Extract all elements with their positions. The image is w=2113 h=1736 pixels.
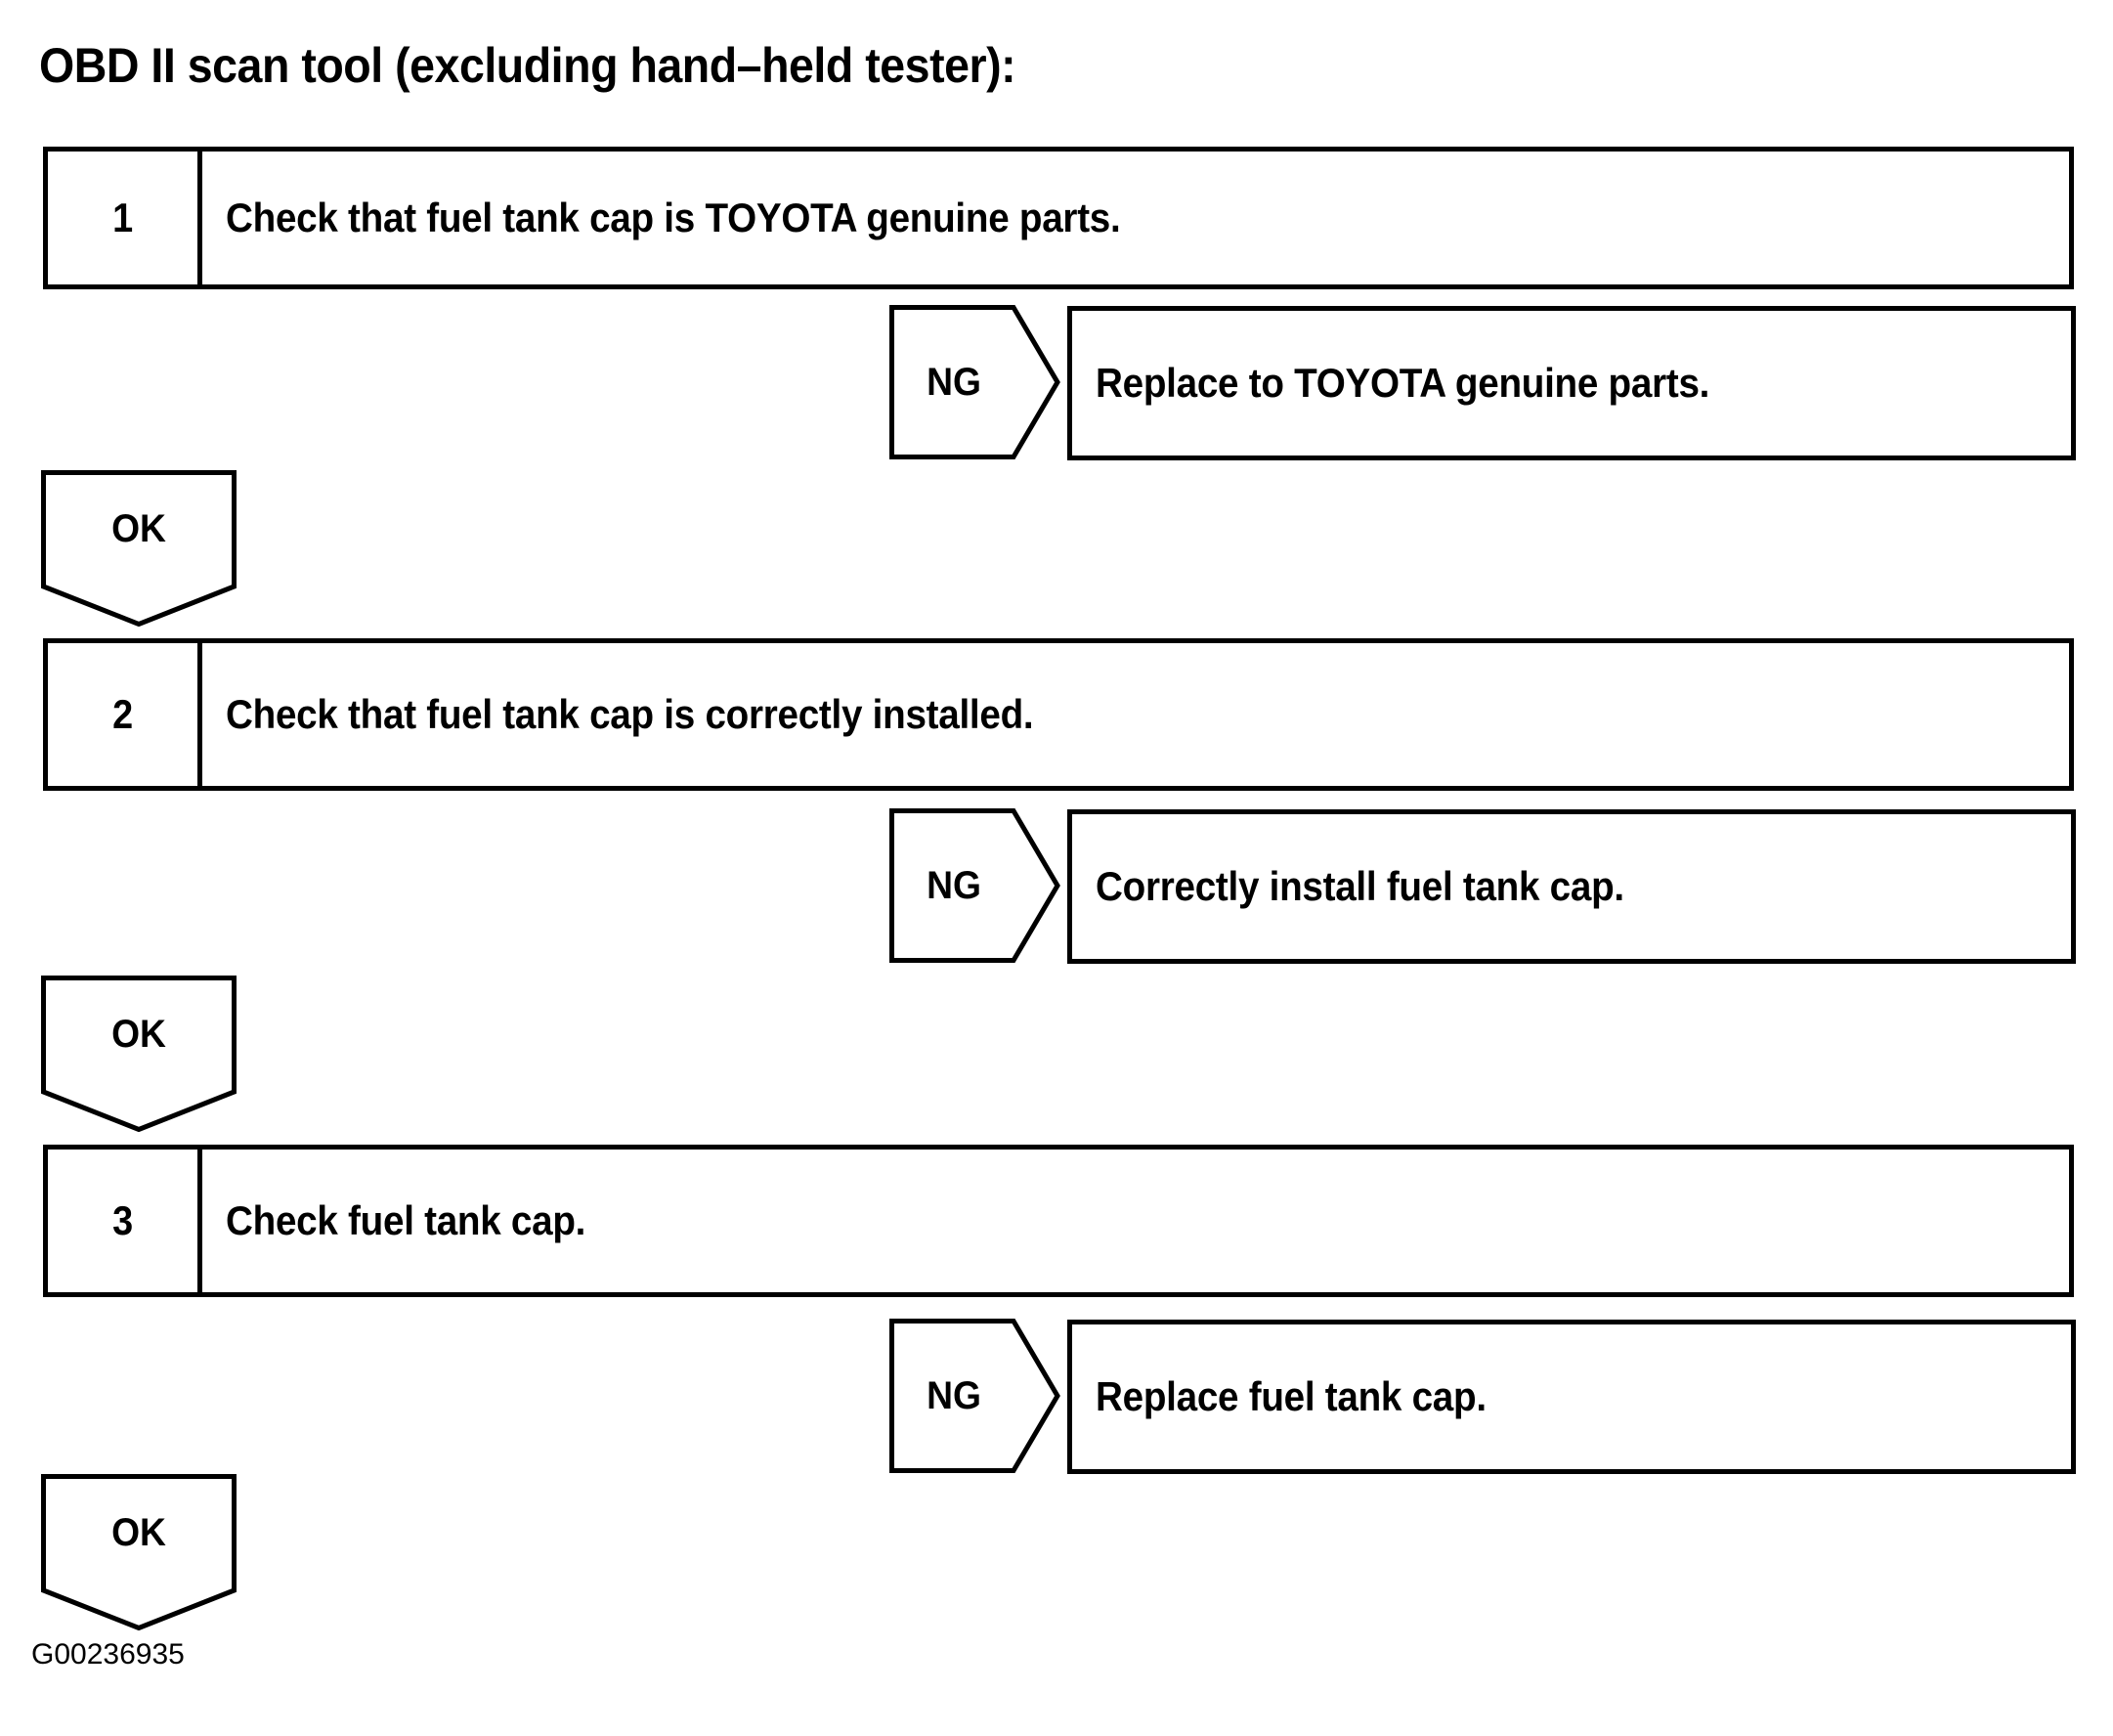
ok-arrow-shape-icon [41, 1474, 237, 1630]
step-number-3: 3 [111, 1197, 134, 1243]
ng-arrow-2: NG [889, 808, 1060, 963]
step-box-1: 1 Check that fuel tank cap is TOYOTA gen… [43, 147, 2074, 289]
step-number-cell-2: 2 [48, 643, 202, 786]
step-text-label-3: Check fuel tank cap. [226, 1197, 586, 1243]
ng-arrow-label-2: NG [927, 863, 981, 907]
ok-arrow-shape-icon [41, 976, 237, 1132]
ok-arrow-3: OK [41, 1474, 237, 1630]
ng-arrow-label-1: NG [927, 360, 981, 404]
step-number-cell-3: 3 [48, 1150, 202, 1292]
step-text-label-1: Check that fuel tank cap is TOYOTA genui… [226, 195, 1121, 240]
ok-arrow-label-2: OK [111, 1012, 166, 1056]
step-text-1: Check that fuel tank cap is TOYOTA genui… [226, 152, 2059, 284]
step-text-label-2: Check that fuel tank cap is correctly in… [226, 691, 1034, 737]
ng-result-text-1: Replace to TOYOTA genuine parts. [1096, 360, 1710, 406]
ng-arrow-shape-icon [889, 1319, 1060, 1473]
step-number-cell-1: 1 [48, 152, 202, 284]
ng-arrow-3: NG [889, 1319, 1060, 1473]
ng-result-box-2: Correctly install fuel tank cap. [1067, 809, 2076, 964]
ng-result-box-1: Replace to TOYOTA genuine parts. [1067, 306, 2076, 460]
step-text-3: Check fuel tank cap. [226, 1150, 2059, 1292]
step-number-1: 1 [111, 195, 134, 240]
figure-id: G00236935 [31, 1638, 185, 1671]
ok-arrow-1: OK [41, 470, 237, 627]
ng-arrow-shape-icon [889, 808, 1060, 963]
ng-arrow-1: NG [889, 305, 1060, 459]
step-box-3: 3 Check fuel tank cap. [43, 1145, 2074, 1297]
step-number-2: 2 [111, 691, 134, 737]
ok-arrow-label-3: OK [111, 1510, 166, 1554]
ng-result-text-2: Correctly install fuel tank cap. [1096, 863, 1624, 909]
step-text-2: Check that fuel tank cap is correctly in… [226, 643, 2059, 786]
ok-arrow-label-1: OK [111, 506, 166, 550]
ok-arrow-2: OK [41, 976, 237, 1132]
ng-arrow-label-3: NG [927, 1373, 981, 1417]
ng-result-box-3: Replace fuel tank cap. [1067, 1320, 2076, 1474]
ng-arrow-shape-icon [889, 305, 1060, 459]
ok-arrow-shape-icon [41, 470, 237, 627]
page-title: OBD II scan tool (excluding hand–held te… [39, 38, 1016, 93]
step-box-2: 2 Check that fuel tank cap is correctly … [43, 638, 2074, 791]
ng-result-text-3: Replace fuel tank cap. [1096, 1373, 1487, 1419]
